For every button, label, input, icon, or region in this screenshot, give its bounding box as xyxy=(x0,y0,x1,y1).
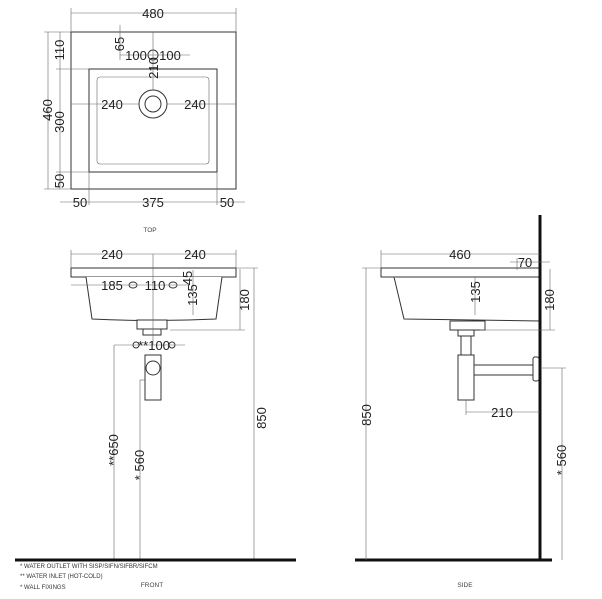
trap-arm-side xyxy=(473,364,537,376)
wall-flange-side xyxy=(532,356,540,382)
dim-front-left-half: 240 xyxy=(101,247,123,262)
dim-top-depth: 460 xyxy=(40,99,55,121)
basin-rim-side xyxy=(380,267,541,278)
dim-top-basin-width: 375 xyxy=(142,195,164,210)
dim-side-wall-gap: 70 xyxy=(518,255,532,270)
side-dimension-lines xyxy=(362,250,566,560)
note-wall-fixings: * WALL FIXINGS xyxy=(20,585,66,591)
dim-front-right-half: 240 xyxy=(184,247,206,262)
dim-top-tap-left: 100 xyxy=(125,48,147,63)
drain-inner xyxy=(144,95,162,113)
dim-side-depth: 460 xyxy=(449,247,471,262)
dim-front-fixing-height: 135 xyxy=(185,284,200,306)
drain-neck-side xyxy=(449,320,486,331)
dim-front-inlet-height: **650 xyxy=(106,434,121,466)
dim-side-trap-projection: 210 xyxy=(491,405,513,420)
dim-front-outlet-height: * 560 xyxy=(132,450,147,480)
basin-outline-top xyxy=(70,31,237,190)
basin-bowl-side xyxy=(393,276,541,322)
dim-top-front-margin: 50 xyxy=(52,174,67,188)
dim-side-fixing-height: 135 xyxy=(468,281,483,303)
top-view: 480 110 460 300 50 65 100 100 210 240 24… xyxy=(40,6,245,234)
dim-top-tap-to-drain: 210 xyxy=(146,57,161,79)
view-label-side: SIDE xyxy=(457,582,473,589)
view-label-top: TOP xyxy=(143,227,156,234)
dim-top-basin-depth: 300 xyxy=(52,111,67,133)
trap-body-side xyxy=(457,354,475,401)
front-dimension-lines xyxy=(70,250,258,560)
top-dimension-lines xyxy=(44,8,245,205)
basin-rim-front xyxy=(70,267,237,278)
dim-top-back-margin: 110 xyxy=(52,40,67,61)
dim-top-side-left: 50 xyxy=(73,195,87,210)
note-water-outlet: * WATER OUTLET WITH SISP/SIFN/SIFBR/SIFC… xyxy=(20,564,158,570)
trap-outlet-icon xyxy=(145,360,161,376)
dim-front-total-height: 850 xyxy=(254,407,269,429)
dim-front-fixing-top: 45 xyxy=(180,271,195,285)
view-label-front: FRONT xyxy=(141,582,163,589)
side-view: 460 70 135 180 850 210 * 560 SIDE xyxy=(355,215,569,589)
drain-icon xyxy=(138,89,168,119)
dim-front-fixing-offset: 185 xyxy=(101,278,123,293)
drain-neck-front xyxy=(136,319,168,330)
dim-top-side-right: 50 xyxy=(220,195,234,210)
front-view: 240 240 185 110 45 135 180 **100 850 **6… xyxy=(15,247,296,589)
dim-side-outlet-height: * 560 xyxy=(554,445,569,475)
dim-front-fixing-spacing: 110 xyxy=(145,278,166,293)
dim-top-tap-right: 100 xyxy=(159,48,181,63)
notes: * WATER OUTLET WITH SISP/SIFN/SIFBR/SIFC… xyxy=(20,564,158,591)
dim-top-width: 480 xyxy=(142,6,164,21)
dim-side-total-height: 850 xyxy=(359,404,374,426)
dim-front-basin-height: 180 xyxy=(237,289,252,311)
dim-front-inlet-spacing: **100 xyxy=(138,338,170,353)
note-water-inlet: ** WATER INLET (HOT-COLD) xyxy=(20,574,103,580)
trap-nut-side xyxy=(457,329,475,337)
trap-nut-front xyxy=(142,328,162,336)
dim-top-right-half: 240 xyxy=(184,97,206,112)
dim-side-basin-height: 180 xyxy=(542,289,557,311)
dim-top-tap-offset: 65 xyxy=(112,37,127,51)
dim-top-left-half: 240 xyxy=(101,97,123,112)
